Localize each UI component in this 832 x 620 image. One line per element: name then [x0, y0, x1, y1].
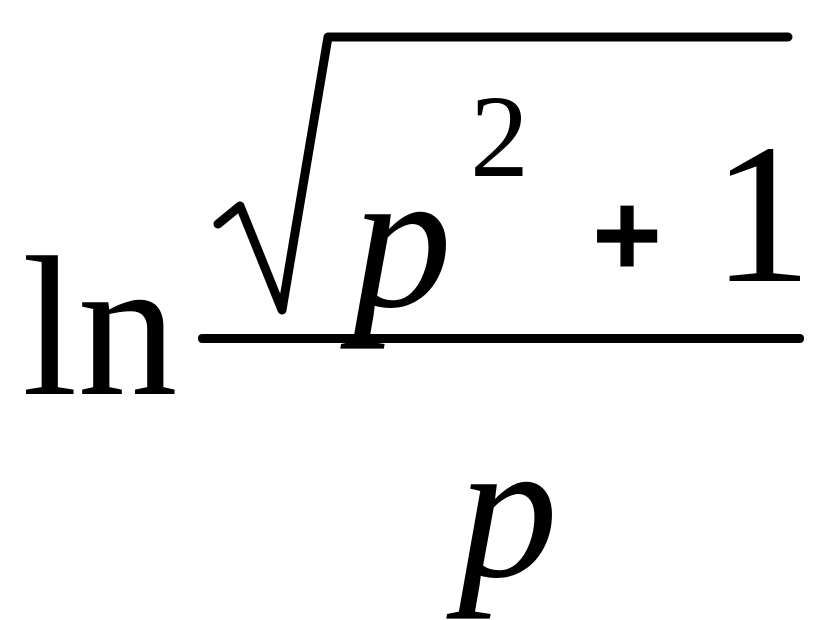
numerator-exponent: 2	[470, 71, 529, 202]
denominator-variable: p	[458, 399, 558, 620]
numerator-base-variable: p	[352, 129, 452, 350]
radical-sign	[213, 32, 793, 315]
numerator-constant: 1	[712, 104, 812, 325]
function-name: ln	[22, 217, 178, 438]
square-root-icon	[213, 32, 793, 315]
fraction-bar	[198, 334, 804, 343]
math-formula: ln p 2 + 1 p	[22, 32, 812, 610]
plus-operator: +	[592, 168, 663, 302]
